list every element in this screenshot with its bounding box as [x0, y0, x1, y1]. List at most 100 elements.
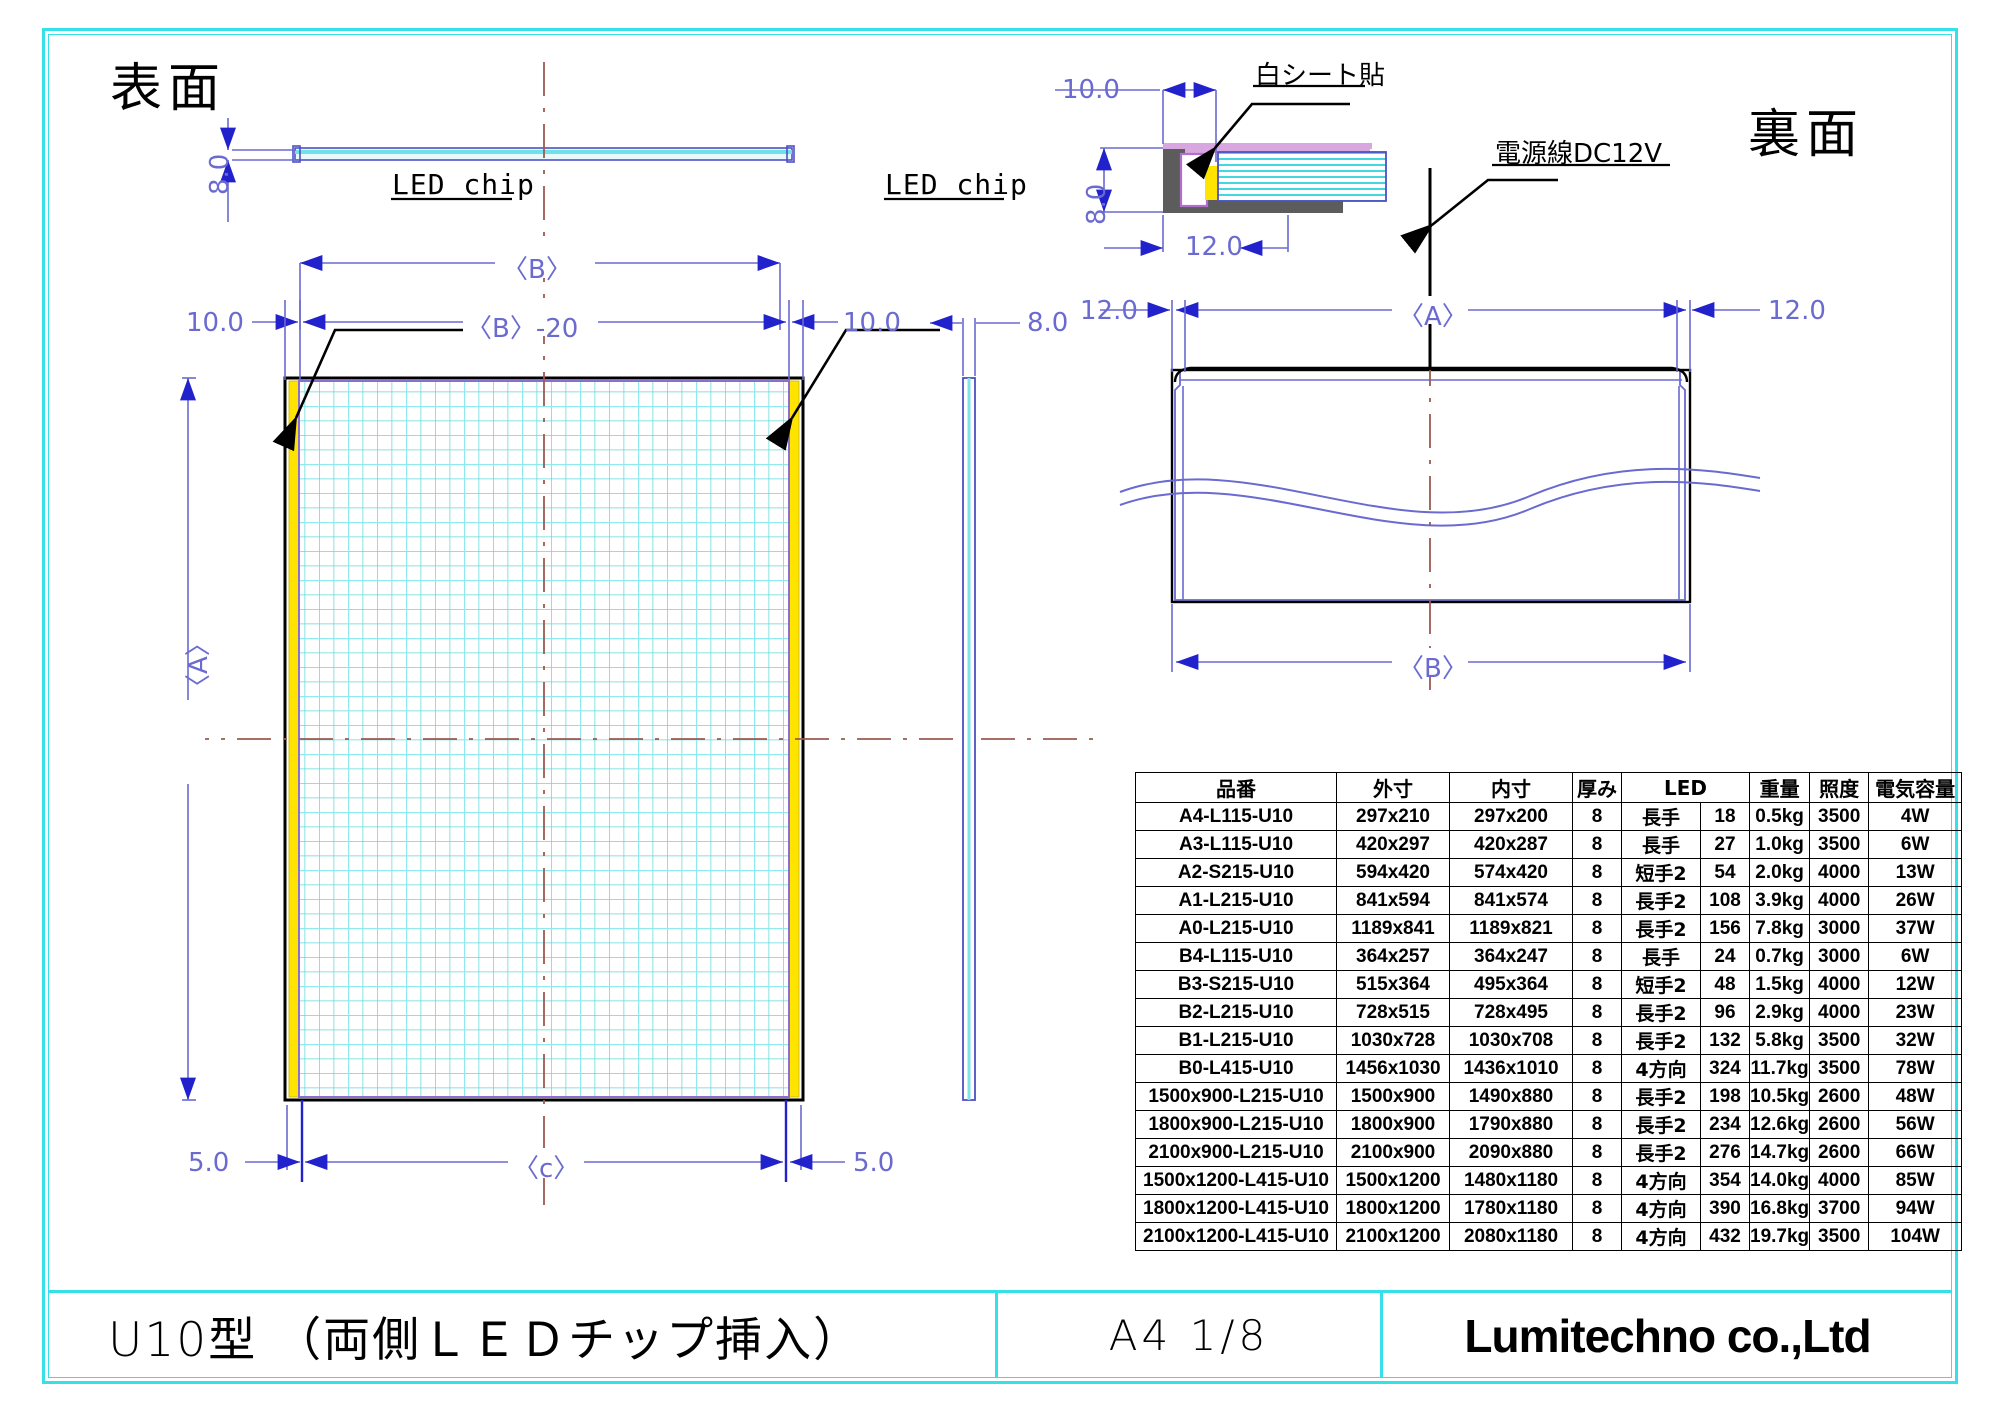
- cell-power: 66W: [1868, 1138, 1963, 1167]
- col-header-outer: 外寸: [1336, 772, 1450, 803]
- cell-led-qty: 96: [1700, 998, 1750, 1027]
- cell-power: 32W: [1868, 1026, 1963, 1055]
- title-block: U10型 （両側ＬＥＤチップ挿入） A4 1/8 Lumitechno co.,…: [48, 1290, 1952, 1378]
- dim-bottom-span-label: 〈c〉: [513, 1154, 580, 1184]
- cell-thickness: 8: [1572, 1026, 1622, 1055]
- cell-lux: 3500: [1809, 1026, 1870, 1055]
- cell-outer: 1800x900: [1336, 1110, 1450, 1139]
- cell-led-dir: 4方向: [1621, 1054, 1701, 1083]
- cell-led-dir: 4方向: [1621, 1222, 1701, 1251]
- cell-lux: 4000: [1809, 1166, 1870, 1195]
- cell-lux: 3500: [1809, 830, 1870, 859]
- dim-B-inner: [252, 300, 838, 380]
- cell-outer: 420x297: [1336, 830, 1450, 859]
- sheet-border-inner: [48, 34, 1952, 1378]
- dim-detail-top-margin-label: 10.0: [1062, 75, 1120, 105]
- cell-part-no: A2-S215-U10: [1135, 858, 1337, 887]
- cell-led-qty: 54: [1700, 858, 1750, 887]
- cell-inner: 1780x1180: [1449, 1194, 1573, 1223]
- col-header-illuminance: 照度: [1809, 772, 1870, 803]
- sheet-size-text: A4 1/8: [1108, 1311, 1270, 1360]
- cell-thickness: 8: [1572, 858, 1622, 887]
- title-block-product: U10型 （両側ＬＥＤチップ挿入）: [48, 1293, 998, 1378]
- cell-outer: 1456x1030: [1336, 1054, 1450, 1083]
- cell-part-no: A3-L115-U10: [1135, 830, 1337, 859]
- cell-lux: 4000: [1809, 970, 1870, 999]
- cell-thickness: 8: [1572, 830, 1622, 859]
- cell-lux: 2600: [1809, 1138, 1870, 1167]
- cell-outer: 841x594: [1336, 886, 1450, 915]
- cell-inner: 1790x880: [1449, 1110, 1573, 1139]
- white-sheet-leader: [1185, 102, 1350, 180]
- cell-lux: 4000: [1809, 858, 1870, 887]
- cell-outer: 2100x900: [1336, 1138, 1450, 1167]
- title-block-company: Lumitechno co.,Ltd: [1383, 1293, 1952, 1378]
- cell-part-no: 2100x1200-L415-U10: [1135, 1222, 1337, 1251]
- dim-bottom: [245, 1100, 845, 1182]
- cell-lux: 3500: [1809, 1054, 1870, 1083]
- cell-power: 48W: [1868, 1082, 1963, 1111]
- cell-power: 85W: [1868, 1166, 1963, 1195]
- cell-lux: 3500: [1809, 802, 1870, 831]
- dim-side-thickness: [930, 315, 1020, 376]
- cell-led-qty: 156: [1700, 914, 1750, 943]
- spec-table-header-row: 品番 外寸 内寸 厚み LED 重量 照度 電気容量: [1135, 772, 1963, 803]
- cell-led-dir: 短手2: [1621, 858, 1701, 887]
- col-header-inner: 内寸: [1449, 772, 1573, 803]
- cell-led-qty: 27: [1700, 830, 1750, 859]
- dim-detail-depth-label: 12.0: [1185, 232, 1243, 262]
- cell-inner: 1436x1010: [1449, 1054, 1573, 1083]
- dim-side-thickness-label: 8.0: [1027, 308, 1069, 338]
- col-header-part-no: 品番: [1135, 772, 1337, 803]
- col-header-power: 電気容量: [1868, 772, 1963, 803]
- cell-inner: 495x364: [1449, 970, 1573, 999]
- dim-back-left-margin-label: 12.0: [1080, 296, 1138, 326]
- cell-led-qty: 276: [1700, 1138, 1750, 1167]
- cell-thickness: 8: [1572, 914, 1622, 943]
- cell-power: 4W: [1868, 802, 1963, 831]
- cell-lux: 4000: [1809, 998, 1870, 1027]
- cell-led-dir: 長手2: [1621, 998, 1701, 1027]
- cell-led-dir: 長手: [1621, 830, 1701, 859]
- callout-white-sheet: 白シート貼: [1255, 61, 1386, 91]
- dim-back-top: [1100, 296, 1760, 372]
- title-block-sheet-size: A4 1/8: [998, 1293, 1383, 1378]
- cell-part-no: B0-L415-U10: [1135, 1054, 1337, 1083]
- cell-inner: 420x287: [1449, 830, 1573, 859]
- cell-inner: 1030x708: [1449, 1026, 1573, 1055]
- cell-outer: 1800x1200: [1336, 1194, 1450, 1223]
- dim-front-width-outer-label: 〈B〉: [502, 255, 572, 285]
- cell-outer: 297x210: [1336, 802, 1450, 831]
- cell-led-qty: 24: [1700, 942, 1750, 971]
- cell-outer: 515x364: [1336, 970, 1450, 999]
- cell-inner: 2080x1180: [1449, 1222, 1573, 1251]
- cell-weight: 19.7kg: [1748, 1222, 1811, 1251]
- cell-led-dir: 長手2: [1621, 914, 1701, 943]
- cell-weight: 10.5kg: [1748, 1082, 1811, 1111]
- dim-front-thickness-label: 8.0: [205, 153, 235, 195]
- dim-front-height-label: 〈A〉: [184, 630, 214, 700]
- dim-detail: [1055, 82, 1289, 256]
- cell-inner: 1189x821: [1449, 914, 1573, 943]
- cell-outer: 364x257: [1336, 942, 1450, 971]
- cell-led-dir: 長手2: [1621, 1082, 1701, 1111]
- cell-weight: 5.8kg: [1748, 1026, 1811, 1055]
- cell-weight: 0.5kg: [1748, 802, 1811, 831]
- cell-power: 37W: [1868, 914, 1963, 943]
- cell-weight: 12.6kg: [1748, 1110, 1811, 1139]
- cell-lux: 3500: [1809, 1222, 1870, 1251]
- cell-weight: 2.0kg: [1748, 858, 1811, 887]
- cell-part-no: A1-L215-U10: [1135, 886, 1337, 915]
- cell-led-qty: 18: [1700, 802, 1750, 831]
- cell-weight: 0.7kg: [1748, 942, 1811, 971]
